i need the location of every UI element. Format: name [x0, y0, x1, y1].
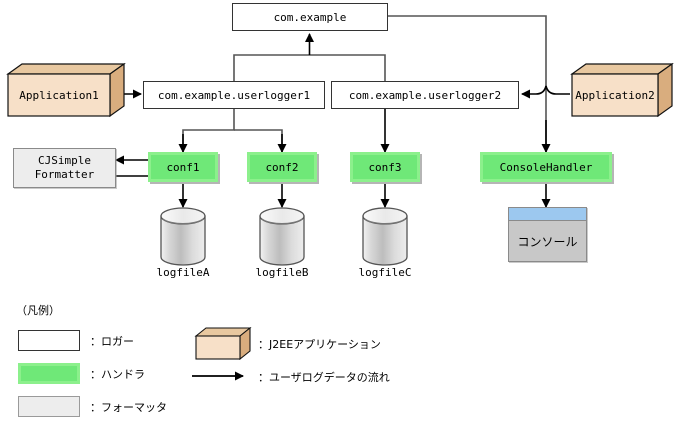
handler-conf2[interactable]: conf2: [247, 152, 317, 182]
formatter-cjsimpleformatter[interactable]: CJSimple Formatter: [13, 148, 116, 188]
console-label: コンソール: [517, 234, 578, 249]
application1-box[interactable]: Application1: [8, 64, 124, 116]
legend-swatch-logger: [18, 330, 80, 351]
legend-swatch-handler: [18, 363, 80, 384]
handler-conf2-label: conf2: [265, 160, 299, 174]
console-window[interactable]: コンソール: [508, 207, 587, 262]
application2-label-face: Application2: [572, 74, 658, 116]
application2-box[interactable]: Application2: [572, 64, 672, 116]
logger-userlogger2-label: com.example.userlogger2: [348, 88, 502, 102]
logger-userlogger2[interactable]: com.example.userlogger2: [331, 81, 519, 109]
legend-app3d-swatch: [194, 326, 252, 361]
legend-label-arrow: ：ユーザログデータの流れ: [258, 371, 390, 384]
application1-shape: [6, 62, 126, 118]
application2-shape: [570, 62, 674, 118]
formatter-label-line1: CJSimple: [38, 154, 91, 167]
application2-label: Application2: [575, 88, 655, 102]
logfile-b-label: logfileB: [255, 266, 309, 279]
application1-label: Application1: [19, 88, 99, 102]
legend-title: （凡例）: [16, 304, 60, 317]
logger-userlogger1[interactable]: com.example.userlogger1: [143, 81, 325, 109]
logger-userlogger1-label: com.example.userlogger1: [157, 88, 311, 102]
legend-swatch-formatter: [18, 396, 80, 417]
legend-label-formatter: ：フォーマッタ: [90, 401, 167, 414]
handler-conf3-label: conf3: [368, 160, 402, 174]
logfile-a-label: logfileA: [156, 266, 210, 279]
logger-com-example-label: com.example: [273, 10, 347, 24]
handler-conf3[interactable]: conf3: [350, 152, 420, 182]
legend-label-handler: ：ハンドラ: [90, 368, 145, 381]
formatter-label-line2: Formatter: [34, 168, 95, 181]
console-titlebar: [509, 208, 586, 221]
application1-label-face: Application1: [8, 74, 110, 116]
logfile-c-label: logfileC: [358, 266, 412, 279]
handler-conf1-label: conf1: [166, 160, 200, 174]
logger-com-example[interactable]: com.example: [232, 3, 388, 31]
legend-label-logger: ：ロガー: [90, 335, 134, 348]
legend-label-app3d: ：J2EEアプリケーション: [258, 338, 381, 351]
handler-conf1[interactable]: conf1: [148, 152, 218, 182]
handler-consolehandler[interactable]: ConsoleHandler: [480, 152, 612, 182]
handler-consolehandler-label: ConsoleHandler: [499, 160, 593, 174]
